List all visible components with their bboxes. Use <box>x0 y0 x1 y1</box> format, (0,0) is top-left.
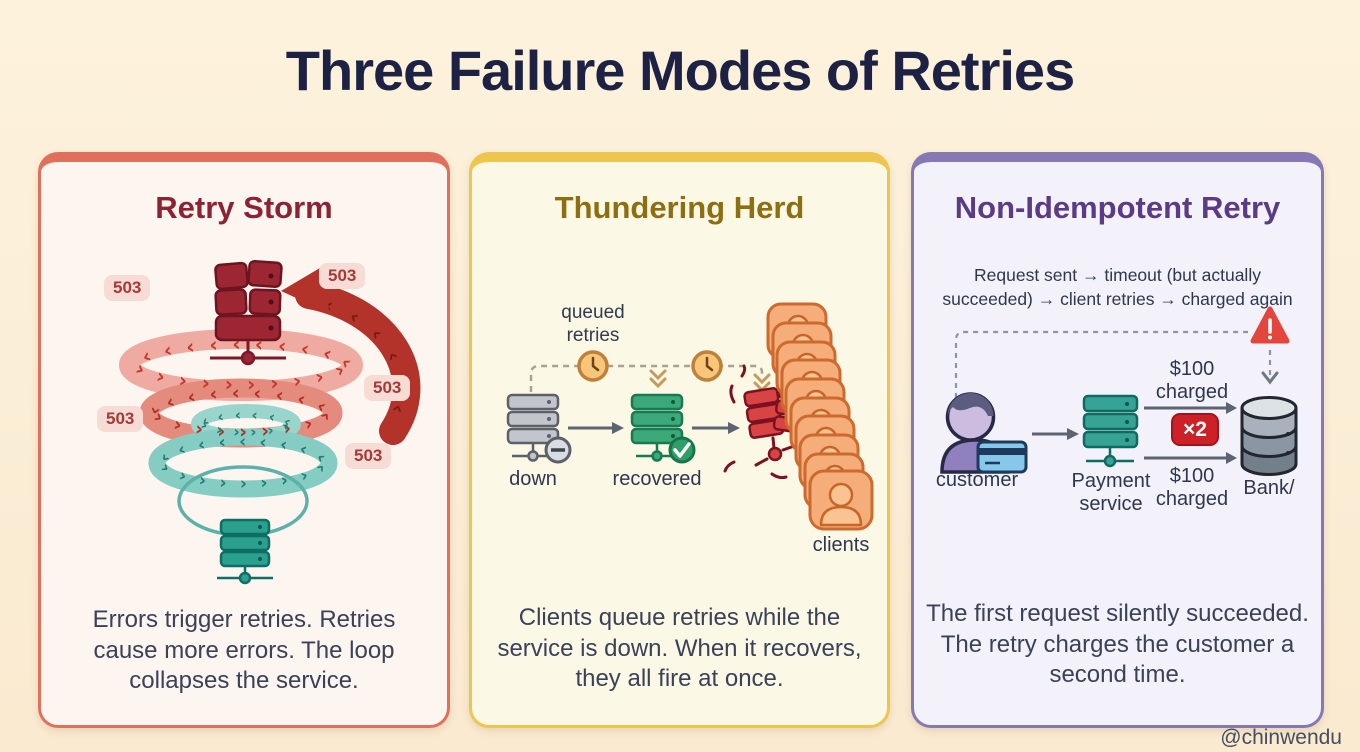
queued-retries-path <box>529 364 764 392</box>
crashed-server-icon <box>723 361 821 480</box>
charge-bottom-label: $100 charged <box>1155 465 1229 510</box>
card-thundering-herd-title: Thundering Herd <box>554 190 805 225</box>
status-503-badge: 503 <box>97 406 144 433</box>
clock-icon <box>691 350 723 382</box>
charge-arrow-bottom-icon <box>1144 452 1237 464</box>
card-thundering-herd: Thundering Herd <box>469 152 890 728</box>
charge-top-label: $100 charged <box>1155 358 1229 403</box>
customer-label: customer <box>935 469 1019 491</box>
down-label: down <box>509 468 557 490</box>
recovered-label: recovered <box>612 468 702 490</box>
bank-database-icon <box>1240 396 1298 476</box>
spiral-ring-4 <box>148 428 338 498</box>
flow-arrow-icon <box>1032 428 1079 440</box>
status-503-badge: 503 <box>104 275 151 302</box>
broken-server-icon <box>210 259 286 366</box>
payment-service-label: Payment service <box>1071 470 1151 515</box>
clients-stack-icon <box>766 302 874 531</box>
drop-chevron-icon <box>649 369 771 393</box>
card-non-idempotent-retry: Non-Idempotent Retry Request sent → time… <box>911 152 1324 728</box>
times-two-badge: ×2 <box>1171 413 1219 447</box>
clients-label: clients <box>812 534 870 556</box>
down-server-icon <box>506 393 572 464</box>
flow-chevrons-icon: › › › › › › › › › › › › › › › › › › › › … <box>41 247 339 443</box>
customer-icon <box>940 392 1028 474</box>
card-non-idempotent-retry-title: Non-Idempotent Retry <box>954 190 1281 225</box>
status-503-badge: 503 <box>364 375 411 402</box>
status-503-badge: 503 <box>345 443 392 470</box>
warning-triangle-icon <box>1250 306 1290 344</box>
card-retry-storm-title: Retry Storm <box>155 190 333 225</box>
spiral-ring-2 <box>139 378 343 448</box>
status-503-badge: 503 <box>319 263 366 290</box>
card-thundering-herd-caption: Clients queue retries while the service … <box>497 603 862 693</box>
queued-retries-label: queued retries <box>561 302 625 346</box>
down-arrow-icon <box>1261 371 1279 385</box>
card-retry-storm: Retry Storm › › › › › › › › › › › › › › … <box>38 152 450 728</box>
spiral-ring-1 <box>119 329 364 401</box>
card-retry-storm-caption: Errors trigger retries. Retries cause mo… <box>92 605 396 695</box>
spiral-ring-5 <box>177 465 309 537</box>
spiral-ring-3 <box>191 404 302 444</box>
flow-chevrons-icon: › › › › › › › › › › › › › › › › › › › › … <box>41 247 335 494</box>
payment-service-server-icon <box>1082 394 1139 468</box>
page-title: Three Failure Modes of Retries <box>285 39 1075 102</box>
author-watermark: @chinwendu <box>1220 726 1342 749</box>
clock-icon <box>577 350 609 382</box>
flow-chevrons-icon: › › › › › › › › › › › › › › › › › › › › … <box>41 247 359 396</box>
card-non-idempotent-caption: The first request silently succeeded. Th… <box>926 599 1309 689</box>
recovered-server-icon <box>630 393 696 464</box>
collapsed-service-server-icon <box>217 518 273 585</box>
minus-badge-icon <box>544 436 572 464</box>
credit-card-icon <box>976 440 1028 474</box>
bank-label: Bank/ <box>1243 477 1295 499</box>
retry-storm-graphic: › › › › › › › › › › › › › › › › › › › › … <box>41 247 421 585</box>
flow-chevrons-icon: › › › › › › › › › › › › › › › › › › › › … <box>41 247 299 441</box>
check-badge-icon <box>668 436 696 464</box>
retry-flow-subtitle: Request sent → timeout (but actually suc… <box>942 265 1293 309</box>
flow-arrow-icon <box>692 422 740 434</box>
flow-arrow-icon <box>568 422 624 434</box>
